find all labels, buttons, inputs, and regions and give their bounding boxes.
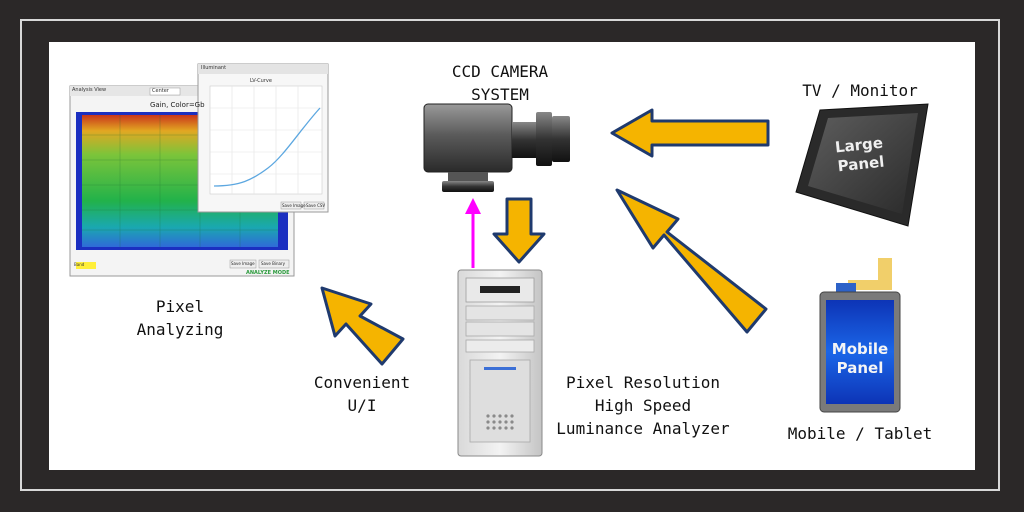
pixel-analyzing-label: Pixel Analyzing [110,295,250,341]
camera-label-line1: CCD CAMERA [451,62,549,81]
analysis-window-tab: Center [152,88,169,94]
mobile-panel-text: Mobile Panel [822,340,898,378]
frame-border [20,19,1000,491]
pixel-analyzing-line1: Pixel [155,297,205,316]
arrow-mobile-to-camera [615,188,768,334]
mobile-panel-line1: Mobile [831,340,889,358]
mobile-tablet-icon [819,258,901,413]
tv-monitor-label: TV / Monitor [802,81,918,100]
arrow-group [320,108,770,366]
analysis-window-title: Analysis View [72,87,107,93]
convenient-ui-line1: Convenient [313,373,411,392]
mobile-panel-line2: Panel [836,359,884,377]
mobile-tablet-label: Mobile / Tablet [787,424,933,443]
analyzer-line1: Pixel Resolution [565,373,721,392]
analysis-mode-label: ANALYZE MODE [246,270,290,276]
curve-window-title: Illuminant [201,65,227,71]
tv-monitor-icon [795,103,929,227]
analysis-field-label: Band [74,262,85,267]
analyzer-tower-icon [457,269,543,457]
curve-save-csv-button: Save CSV [306,203,326,208]
analyzer-label: Pixel Resolution High Speed Luminance An… [548,371,738,440]
convenient-ui-line2: U/I [347,396,377,415]
arrow-analyzer-to-camera-magenta [465,198,481,268]
convenient-ui-label: Convenient U/I [290,371,434,417]
analysis-save-image-button: Save Image [231,261,255,266]
camera-label: CCD CAMERA SYSTEM [430,60,570,106]
analysis-heading: Gain, Color=Gb [150,101,205,109]
arrow-tv-to-camera [610,108,770,158]
curve-heading: LV-Curve [250,78,272,84]
analysis-save-binary-button: Save Binary [261,261,285,266]
analyzer-line2: High Speed [594,396,692,415]
pixel-analyzing-line2: Analyzing [136,320,224,339]
ccd-camera-icon [423,103,570,192]
arrow-ui-to-analyzing [320,286,405,366]
arrow-camera-to-analyzer [492,197,546,264]
camera-label-line2: SYSTEM [471,85,529,104]
lv-curve-window [197,63,329,213]
analyzer-line3: Luminance Analyzer [556,419,730,438]
curve-save-image-button: Save Image [282,203,306,208]
